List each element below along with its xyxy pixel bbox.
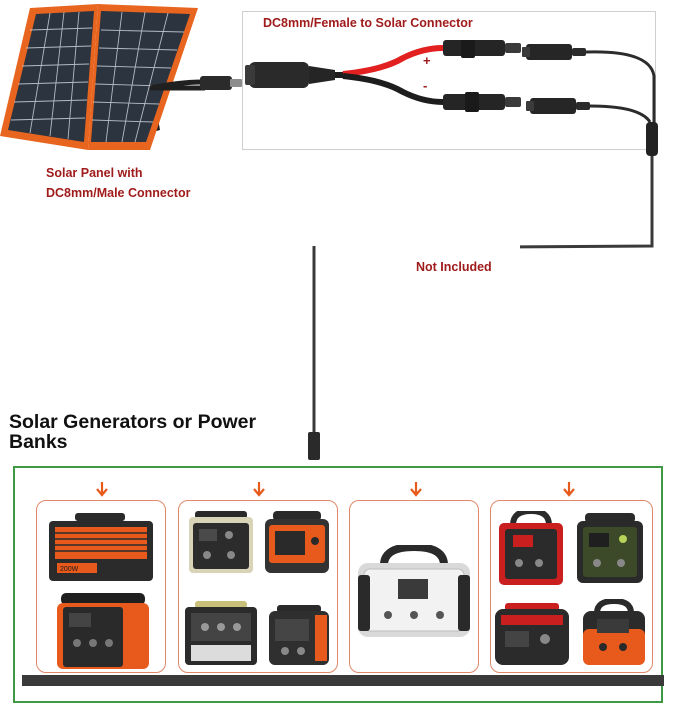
plus-label: + [423, 53, 431, 68]
power-station-image [57, 593, 149, 669]
power-station-image [189, 511, 253, 573]
output-cable-image [308, 246, 320, 460]
power-station-image [265, 511, 329, 573]
heading-line2: Banks [9, 431, 68, 453]
power-station-image [499, 511, 563, 585]
generator-group-3 [349, 500, 479, 673]
power-station-image [358, 545, 470, 637]
solar-panel-caption-line1: Solar Panel with [46, 166, 143, 180]
power-station-image [269, 605, 329, 665]
down-arrow-icon [563, 482, 575, 497]
dc8mm-female-connector-image: + - [245, 40, 521, 112]
generator-group-1: 200W [36, 500, 166, 673]
power-station-image [495, 603, 569, 665]
heading-line1: Solar Generators or Power [9, 411, 257, 433]
down-arrow-icon [410, 482, 422, 497]
generator-group-4 [490, 500, 653, 673]
solar-panel-image [0, 4, 205, 150]
generator-group-2 [178, 500, 338, 673]
gallery-shelf [22, 675, 664, 686]
power-station-image [577, 513, 643, 583]
power-station-image [185, 601, 257, 665]
section-heading: Solar Generators or Power Banks [9, 412, 256, 452]
power-station-image: 200W [49, 513, 153, 581]
down-arrow-icon [96, 482, 108, 497]
mc4-connector-image [520, 44, 658, 249]
minus-label: - [423, 78, 427, 93]
down-arrow-icon [253, 482, 265, 497]
solar-panel-caption-line2: DC8mm/Male Connector [46, 186, 191, 200]
not-included-label: Not Included [416, 260, 492, 274]
power-station-image [583, 599, 645, 665]
dc8mm-male-plug-image [150, 76, 242, 91]
connector-title: DC8mm/Female to Solar Connector [263, 16, 473, 30]
generator-badge: 200W [60, 566, 79, 573]
